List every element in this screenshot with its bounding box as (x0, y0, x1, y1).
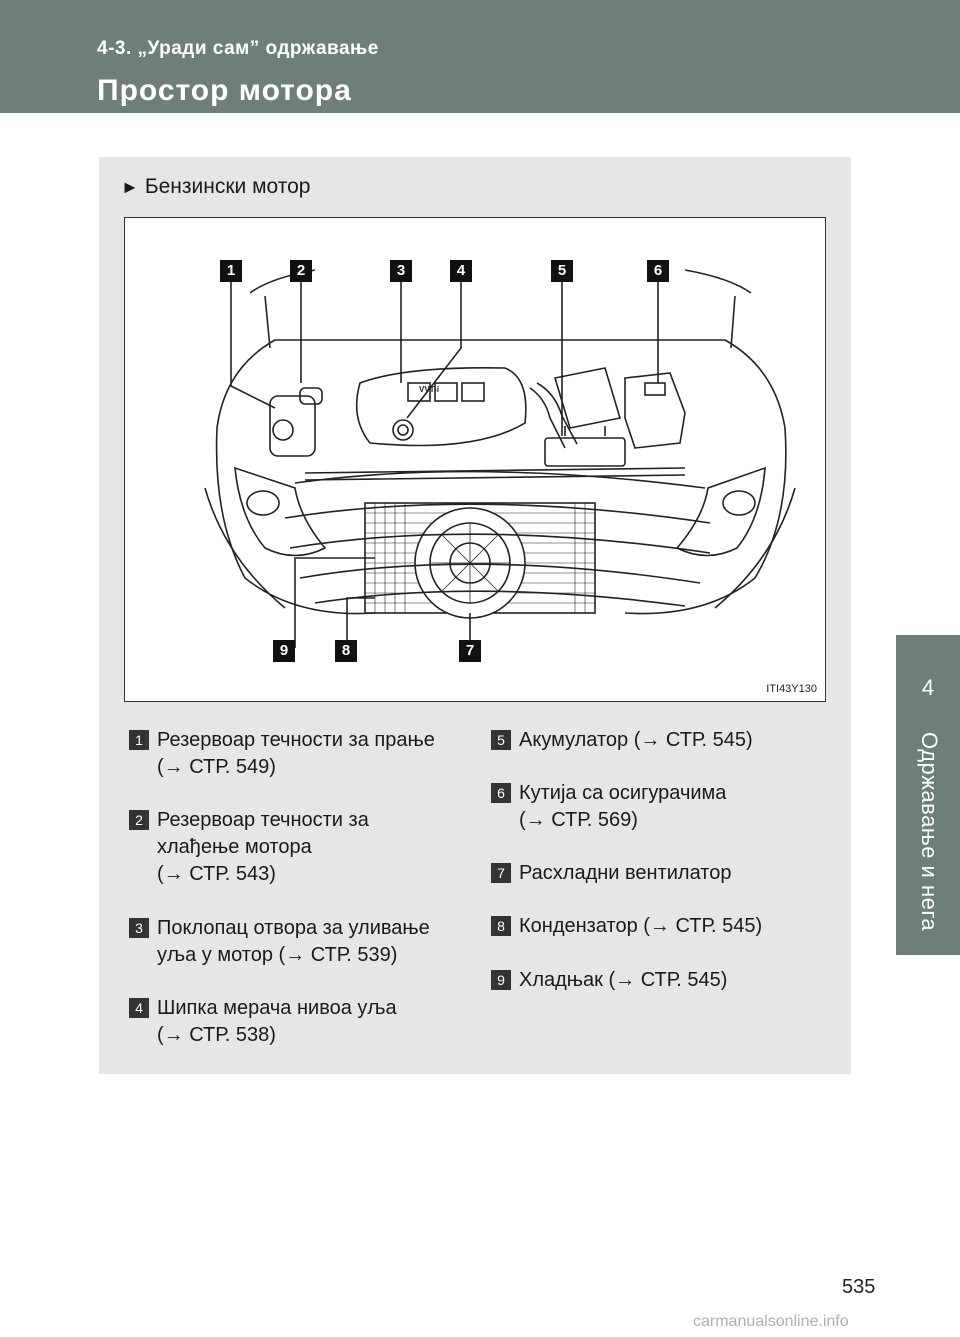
legend-number: 4 (129, 998, 149, 1018)
figure-code: ITI43Y130 (766, 683, 817, 695)
callout-3: 3 (390, 260, 412, 282)
engine-type-label: Бензински мотор (144, 175, 311, 198)
legend-number: 8 (491, 916, 511, 936)
legend-text-line: (→ СТР. 538) (157, 1024, 276, 1046)
page-title: Простор мотора (97, 74, 352, 107)
legend-text-line: Резервоар течности за прање (157, 729, 435, 751)
legend-text-line: Расхладни вентилатор (519, 862, 732, 884)
legend-number: 9 (491, 970, 511, 990)
triangle-bullet-icon: ► (121, 177, 139, 197)
legend-text-line: хлађење мотора (157, 836, 312, 858)
content-panel: ►Бензински мотор (99, 157, 851, 1074)
legend-number: 1 (129, 730, 149, 750)
legend-text-line: Акумулатор (→ СТР. 545) (519, 729, 753, 751)
legend-text-line: уља у мотор (→ СТР. 539) (157, 944, 398, 966)
legend-text-line: (→ СТР. 569) (519, 809, 638, 831)
legend-number: 3 (129, 918, 149, 938)
callout-5: 5 (551, 260, 573, 282)
watermark[interactable]: carmanualsonline.info (693, 1313, 849, 1330)
callout-8: 8 (335, 640, 357, 662)
legend-number: 6 (491, 783, 511, 803)
legend-number: 5 (491, 730, 511, 750)
legend-text-line: Поклопац отвора за уливање (157, 917, 430, 939)
legend-text-line: Шипка мерача нивоа уља (157, 997, 397, 1019)
page-header: 4-3. „Уради сам” одржавање Простор мотор… (0, 0, 960, 113)
callout-7: 7 (459, 640, 481, 662)
callout-4: 4 (450, 260, 472, 282)
legend-text-line: (→ СТР. 543) (157, 863, 276, 885)
callout-1: 1 (220, 260, 242, 282)
callout-9: 9 (273, 640, 295, 662)
legend-text-line: Хладњак (→ СТР. 545) (519, 969, 728, 991)
legend-number: 7 (491, 863, 511, 883)
engine-bay-drawing: VVT-i (204, 269, 796, 648)
engine-bay-illustration: VVT-i 1 2 3 4 5 6 7 8 9 ITI43Y130 (124, 217, 826, 702)
section-title: 4-3. „Уради сам” одржавање (97, 38, 379, 59)
callout-6: 6 (647, 260, 669, 282)
legend-text-line: Резервоар течности за (157, 809, 369, 831)
chapter-label: Одржавање и нега (917, 732, 942, 932)
legend-text-line: (→ СТР. 549) (157, 756, 276, 778)
legend-text-line: Кондензатор (→ СТР. 545) (519, 915, 763, 937)
callout-2: 2 (290, 260, 312, 282)
chapter-tab[interactable]: 4 Одржавање и нега (896, 635, 960, 955)
legend-number: 2 (129, 810, 149, 830)
page-number: 535 (842, 1276, 876, 1298)
legend-text-line: Кутија са осигурачима (519, 782, 727, 804)
chapter-number: 4 (921, 675, 935, 700)
engine-cover-text: VVT-i (419, 385, 439, 394)
engine-type-heading: ►Бензински мотор (121, 175, 311, 199)
